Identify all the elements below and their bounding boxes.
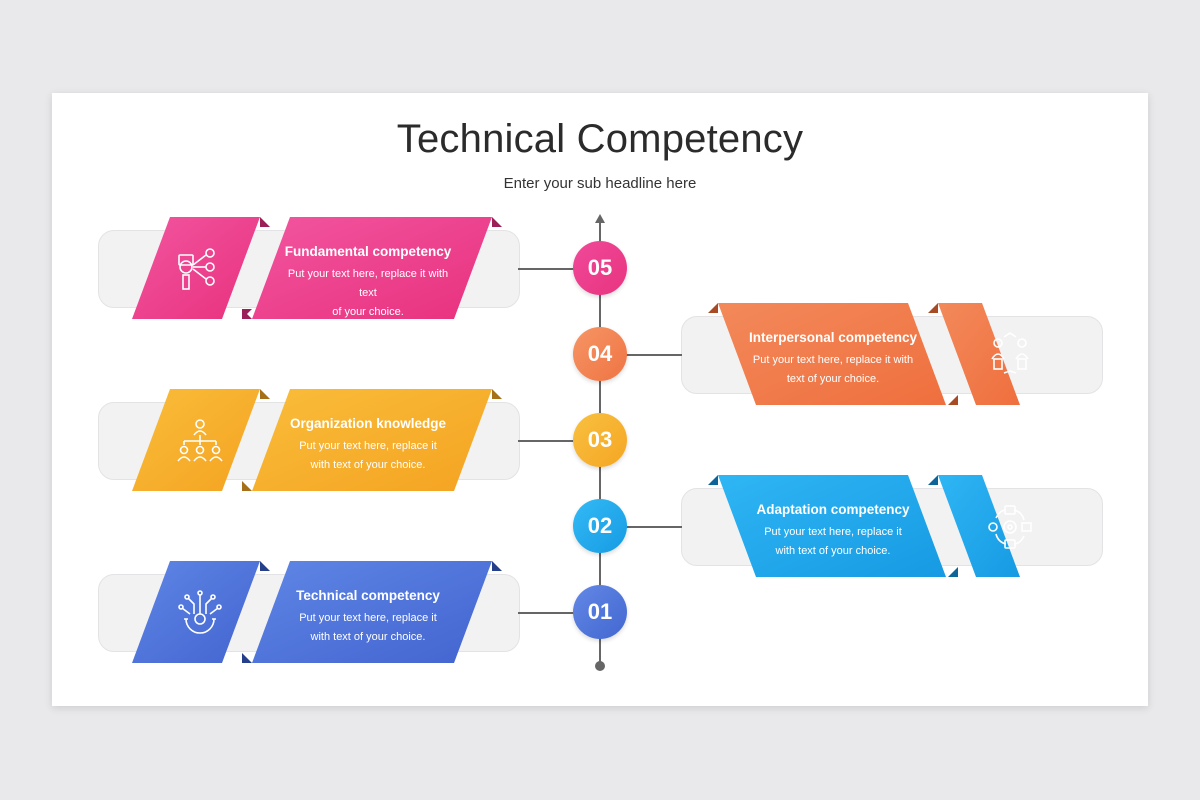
- card-01-shapes: [132, 561, 502, 663]
- step-number-05: 05: [573, 241, 627, 295]
- card-02-shapes: [708, 475, 1020, 577]
- connector-05: [518, 268, 598, 270]
- slide: Technical Competency Enter your sub head…: [52, 93, 1148, 706]
- card-05-title: Fundamental competency: [284, 244, 452, 259]
- card-03-desc-line2: with text of your choice.: [310, 459, 426, 471]
- card-01-desc-line2: with text of your choice.: [310, 631, 426, 643]
- slide-title: Technical Competency: [396, 117, 804, 161]
- cycle-gear-icon: [988, 505, 1032, 549]
- card-01-title: Technical competency: [296, 588, 440, 603]
- connector-01: [518, 612, 598, 614]
- card-02-title: Adaptation competency: [756, 502, 910, 517]
- connector-02: [602, 526, 682, 528]
- card-01-text: Technical competency Put your text here,…: [278, 588, 458, 647]
- slide-subtitle: Enter your sub headline here: [503, 175, 697, 192]
- connector-04: [602, 354, 682, 356]
- card-02-desc-line2: with text of your choice.: [775, 545, 891, 557]
- step-number-01: 01: [573, 585, 627, 639]
- card-04-desc-line1: Put your text here, replace it with: [752, 354, 914, 366]
- card-03-shapes: [132, 389, 502, 491]
- card-03-desc-line1: Put your text here, replace it: [299, 440, 437, 452]
- timeline-end-dot: [595, 661, 605, 671]
- card-02-text: Adaptation competency Put your text here…: [742, 502, 924, 561]
- circuit-gear-icon: [178, 590, 222, 634]
- step-number-02: 02: [573, 499, 627, 553]
- card-05-text: Fundamental competency Put your text her…: [278, 244, 458, 322]
- step-number-04: 04: [573, 327, 627, 381]
- step-number-03: 03: [573, 413, 627, 467]
- card-04-desc-line2: text of your choice.: [786, 373, 880, 385]
- card-05-desc-line2: of your choice.: [332, 306, 404, 318]
- card-04-shapes: [708, 303, 1020, 405]
- card-05-desc-line1: Put your text here, replace it with text: [287, 268, 449, 299]
- card-04-title: Interpersonal competency: [748, 330, 918, 345]
- org-chart-icon: [177, 419, 223, 462]
- card-03-title: Organization knowledge: [289, 416, 446, 431]
- card-01-desc-line1: Put your text here, replace it: [299, 612, 437, 624]
- card-05-shapes: [132, 217, 502, 319]
- timeline-arrow-icon: [595, 214, 605, 223]
- abc-chart-icon: [178, 248, 215, 290]
- card-03-text: Organization knowledge Put your text her…: [278, 416, 458, 475]
- card-02-desc-line1: Put your text here, replace it: [764, 526, 902, 538]
- card-04-text: Interpersonal competency Put your text h…: [742, 330, 924, 389]
- people-exchange-icon: [991, 332, 1029, 374]
- connector-03: [518, 440, 598, 442]
